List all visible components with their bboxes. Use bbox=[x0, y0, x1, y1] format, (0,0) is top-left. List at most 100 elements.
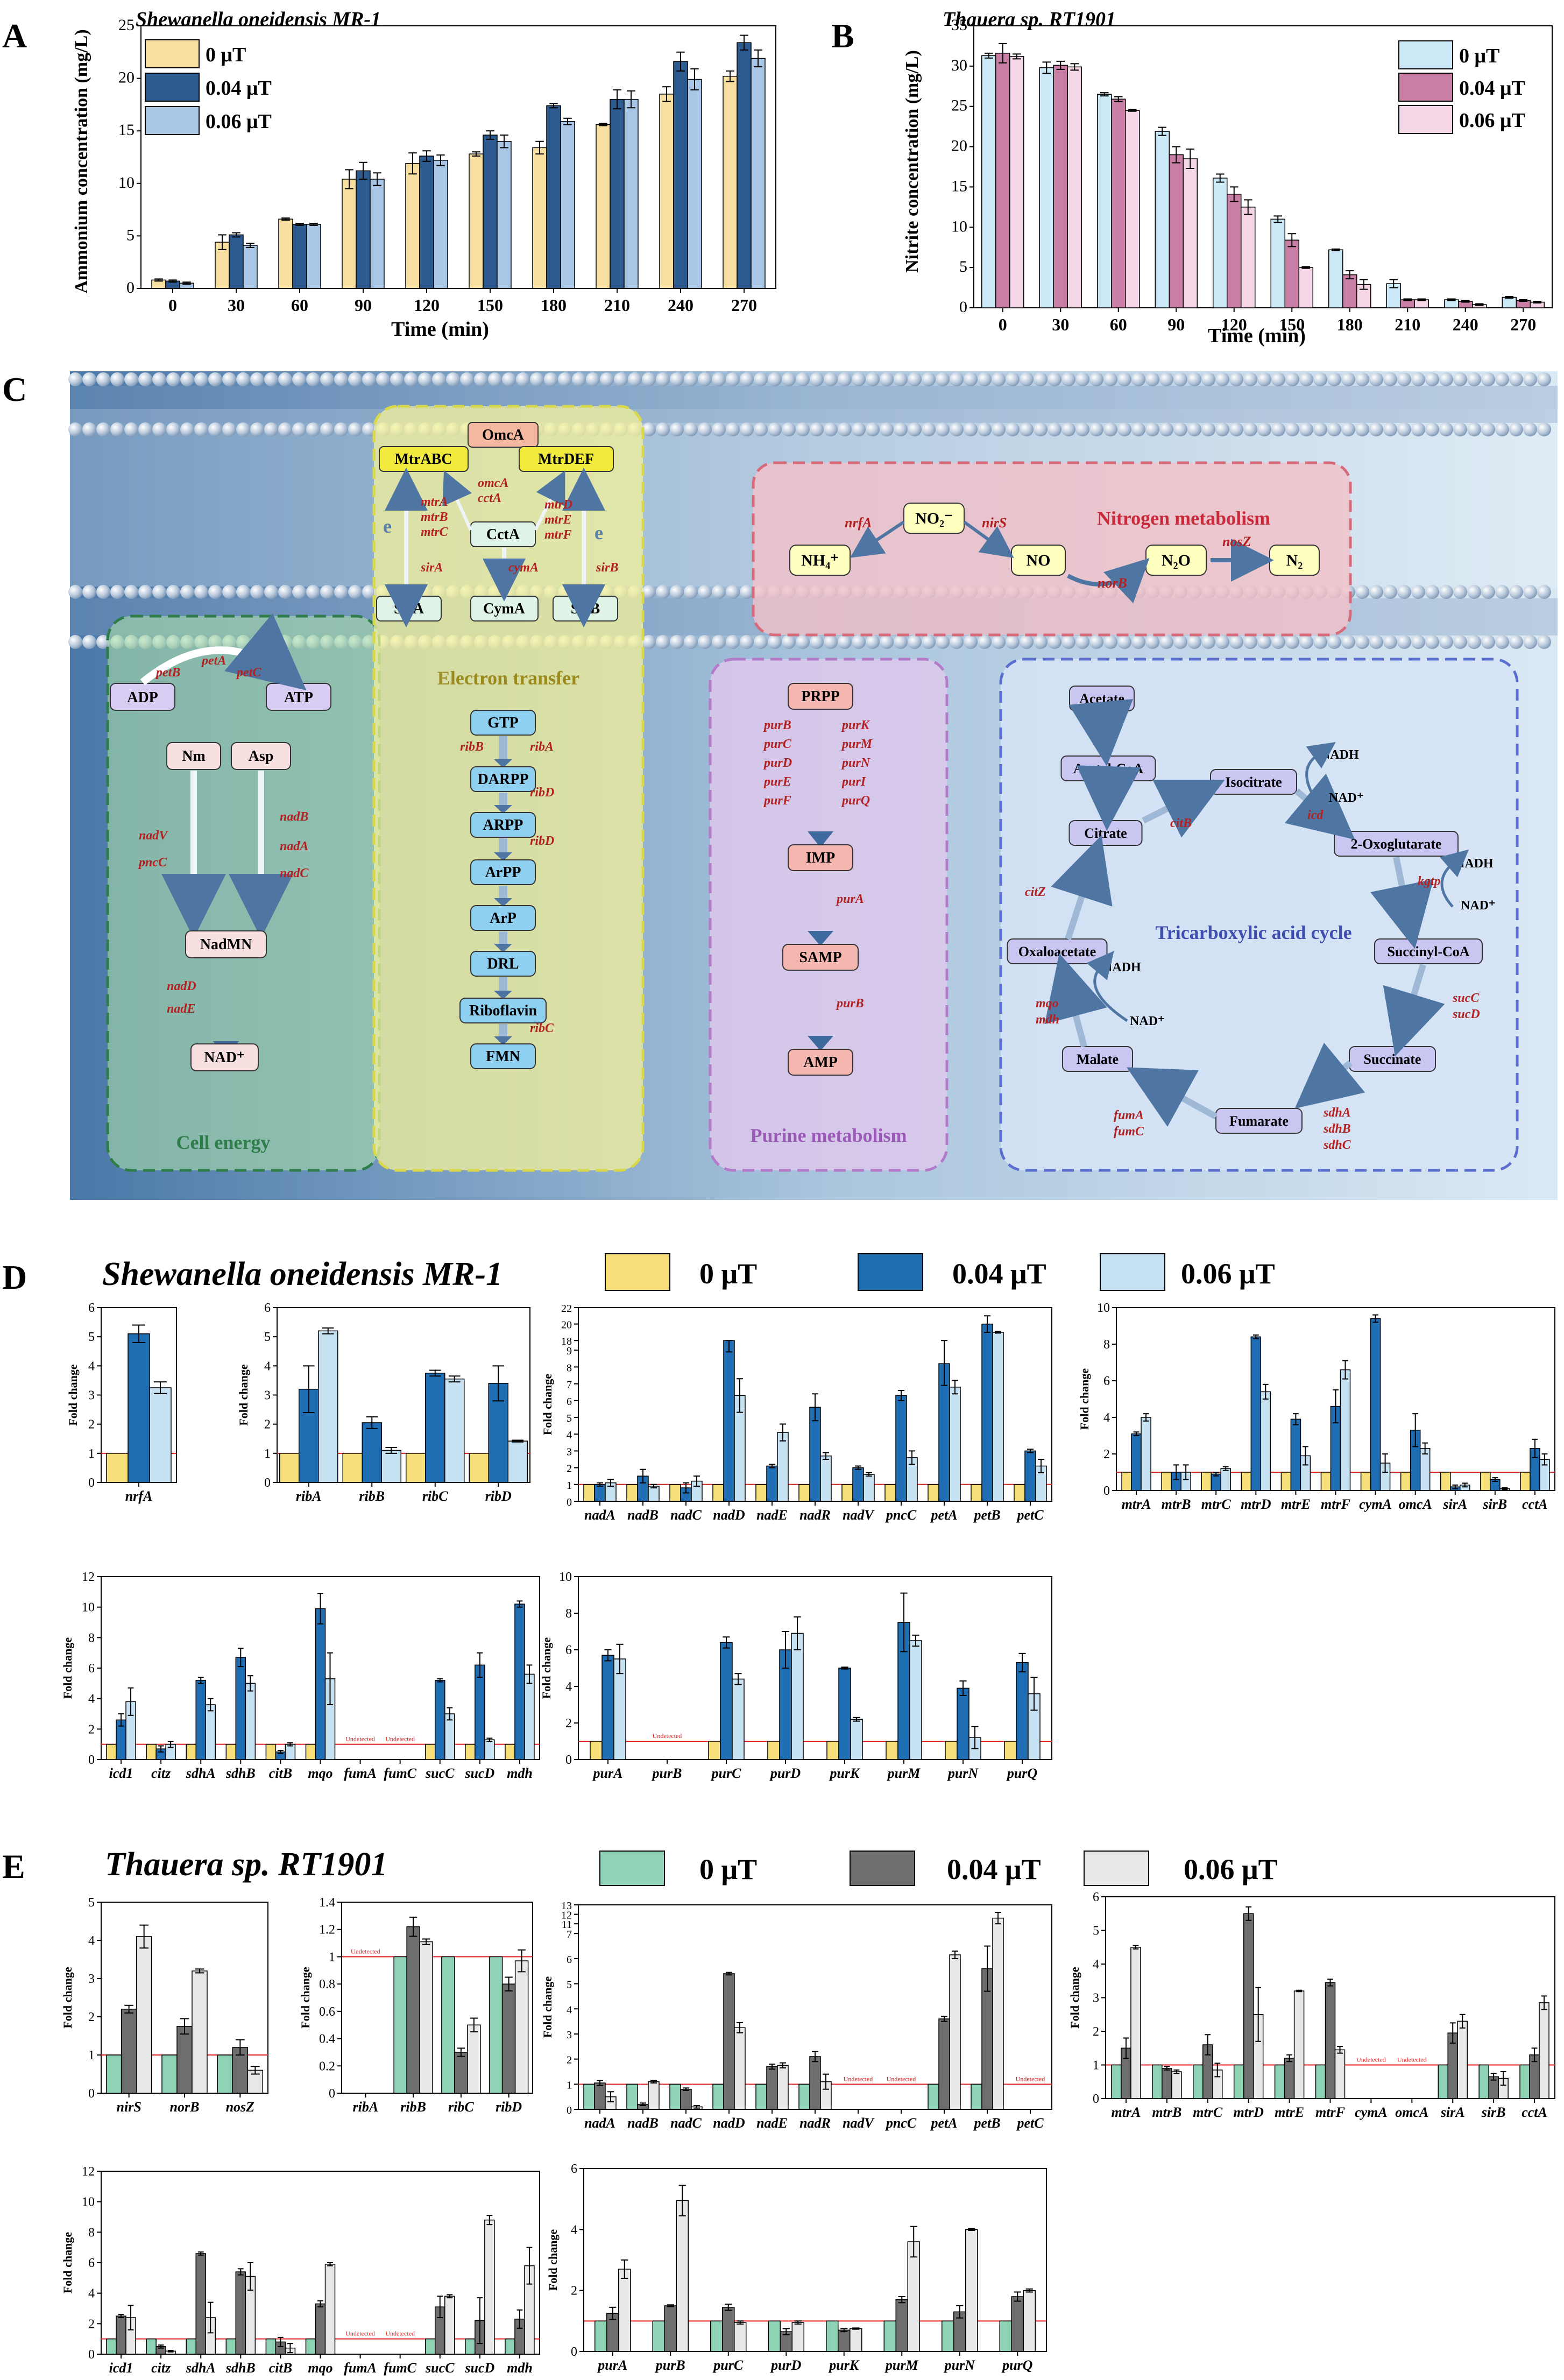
lipid-head bbox=[1523, 635, 1537, 649]
bar-E6-purK-2 bbox=[850, 2328, 862, 2352]
bar-D4-mtrD-2 bbox=[1260, 1391, 1271, 1491]
lipid-head bbox=[264, 372, 278, 386]
node-darpp bbox=[470, 766, 536, 792]
x-tick-label: pncC bbox=[885, 2115, 917, 2131]
lipid-head bbox=[810, 372, 824, 386]
lipid-head bbox=[1383, 585, 1397, 599]
bar-D6-purN-1 bbox=[957, 1687, 969, 1760]
bar-D2-ribB-2 bbox=[381, 1450, 401, 1483]
x-tick-label: mtrA bbox=[1111, 2104, 1141, 2120]
bar-D3-pncC-0 bbox=[884, 1484, 896, 1502]
tca-arrow-4 bbox=[1370, 856, 1434, 949]
legend-e-swatch-1 bbox=[850, 1851, 915, 1886]
bar-D3-petC-0 bbox=[1014, 1484, 1025, 1502]
tca-arrow-2 bbox=[1142, 780, 1225, 838]
node-arpp-label: ARPP bbox=[483, 817, 523, 834]
legend-d-swatch-0 bbox=[605, 1253, 670, 1291]
chart-frame bbox=[583, 2168, 1047, 2352]
node-no2 bbox=[903, 503, 965, 534]
bar-E3-nadB-2 bbox=[648, 2081, 660, 2110]
lipid-head bbox=[250, 422, 264, 436]
lipid-head bbox=[1271, 372, 1285, 386]
x-tick-label: 150 bbox=[477, 295, 503, 315]
y-tick-label: 0 bbox=[959, 298, 967, 316]
x-tick-label: mdh bbox=[507, 2360, 533, 2376]
legend-a-label-0: 0 μT bbox=[206, 44, 246, 66]
x-tick-label: nadR bbox=[799, 2115, 831, 2131]
y-tick-label: 1.2 bbox=[319, 1923, 335, 1937]
lipid-head bbox=[1187, 422, 1201, 436]
panel-b: B Thauera sp. RT1901 Nitrite concentrati… bbox=[831, 8, 1553, 347]
x-tick-label: petB bbox=[973, 1507, 1000, 1523]
bar-E3-nadC-0 bbox=[669, 2084, 681, 2110]
y-tick-label: 0 bbox=[88, 1753, 95, 1767]
gene-purm-right: purM bbox=[841, 737, 873, 751]
x-tick-label: fumC bbox=[384, 2360, 416, 2376]
lipid-head bbox=[1383, 372, 1397, 386]
lipid-head bbox=[1020, 635, 1034, 649]
bar-E4-mtrC-0 bbox=[1193, 2064, 1204, 2099]
arrow-head-samp bbox=[808, 931, 833, 946]
lipid-head bbox=[1285, 635, 1299, 649]
bar-E2-ribB-0 bbox=[393, 1956, 407, 2094]
lipid-head bbox=[1257, 422, 1271, 436]
y-tick-label: 0 bbox=[567, 1496, 572, 1508]
x-tick-label: mtrD bbox=[1234, 2104, 1264, 2120]
gene-sdha: sdhA bbox=[1323, 1106, 1351, 1120]
lipid-head bbox=[544, 372, 558, 386]
lipid-head bbox=[208, 372, 222, 386]
undetected-label: Undetected bbox=[844, 2075, 873, 2082]
lipid-head bbox=[1006, 635, 1020, 649]
bar-E4-mtrF-0 bbox=[1315, 2064, 1326, 2099]
bar-E4-sirA-0 bbox=[1438, 2064, 1448, 2099]
panel-b-xlabel: Time (min) bbox=[1208, 324, 1306, 347]
bar-E5-sucD-2 bbox=[484, 2219, 495, 2355]
lipid-head bbox=[390, 372, 404, 386]
panel-letter-d: D bbox=[2, 1258, 27, 1296]
bar-E6-purB-2 bbox=[676, 2200, 689, 2352]
gene-sira: sirA bbox=[420, 561, 443, 575]
lipid-head bbox=[194, 422, 208, 436]
lipid-head bbox=[1034, 372, 1048, 386]
tca-node-succinyl-coa-label: Succinyl-CoA bbox=[1387, 944, 1469, 959]
gene-purq-right: purQ bbox=[841, 794, 870, 808]
gene-pure-left: purE bbox=[763, 775, 791, 789]
bar-E6-purD-0 bbox=[768, 2320, 781, 2352]
node-nad bbox=[190, 1043, 259, 1071]
y-tick-label: 8 bbox=[567, 1362, 572, 1374]
lipid-head bbox=[908, 635, 922, 649]
bar-D4-mtrE-0 bbox=[1280, 1472, 1292, 1491]
tca-node-citrate-label: Citrate bbox=[1084, 825, 1127, 841]
lipid-head bbox=[684, 422, 698, 436]
bar-D6-purQ-0 bbox=[1004, 1741, 1017, 1760]
bar-E3-nadA-1 bbox=[594, 2082, 606, 2110]
bar-D6-purM-2 bbox=[909, 1640, 922, 1760]
rib-arrow-head bbox=[494, 898, 512, 907]
gene-purc-left: purC bbox=[763, 737, 792, 751]
x-tick-label: ribC bbox=[422, 1488, 448, 1504]
lipid-head bbox=[474, 372, 488, 386]
purine-box: Purine metabolism PRPP purB purC purD pu… bbox=[709, 658, 949, 1172]
lipid-head bbox=[82, 372, 96, 386]
bar-E5-mqo-0 bbox=[305, 2338, 316, 2355]
bar-D6-purK-1 bbox=[838, 1668, 851, 1760]
lipid-head bbox=[250, 585, 264, 599]
bar-D1-nrfA-2 bbox=[149, 1387, 172, 1483]
lipid-head bbox=[1048, 635, 1061, 649]
y-tick-label: 5 bbox=[88, 1330, 95, 1344]
tca-node-2-oxoglutarate bbox=[1334, 831, 1459, 857]
y-tick-label: 0 bbox=[567, 2104, 572, 2116]
lipid-head bbox=[1397, 422, 1411, 436]
x-tick-label: petC bbox=[1016, 1507, 1044, 1523]
lipid-head bbox=[1313, 422, 1327, 436]
lipid-head bbox=[348, 585, 362, 599]
bar-B-120-0 bbox=[1213, 178, 1228, 308]
gene-purf-left: purF bbox=[763, 794, 791, 808]
y-tick-label: 2 bbox=[1093, 2025, 1099, 2039]
node-imp-label: IMP bbox=[806, 850, 835, 866]
gene-purn-right: purN bbox=[841, 756, 871, 770]
bar-E1-nirS-2 bbox=[136, 1936, 152, 2094]
bar-E5-citz-0 bbox=[146, 2338, 157, 2355]
lipid-head bbox=[1173, 635, 1187, 649]
lipid-head bbox=[194, 585, 208, 599]
